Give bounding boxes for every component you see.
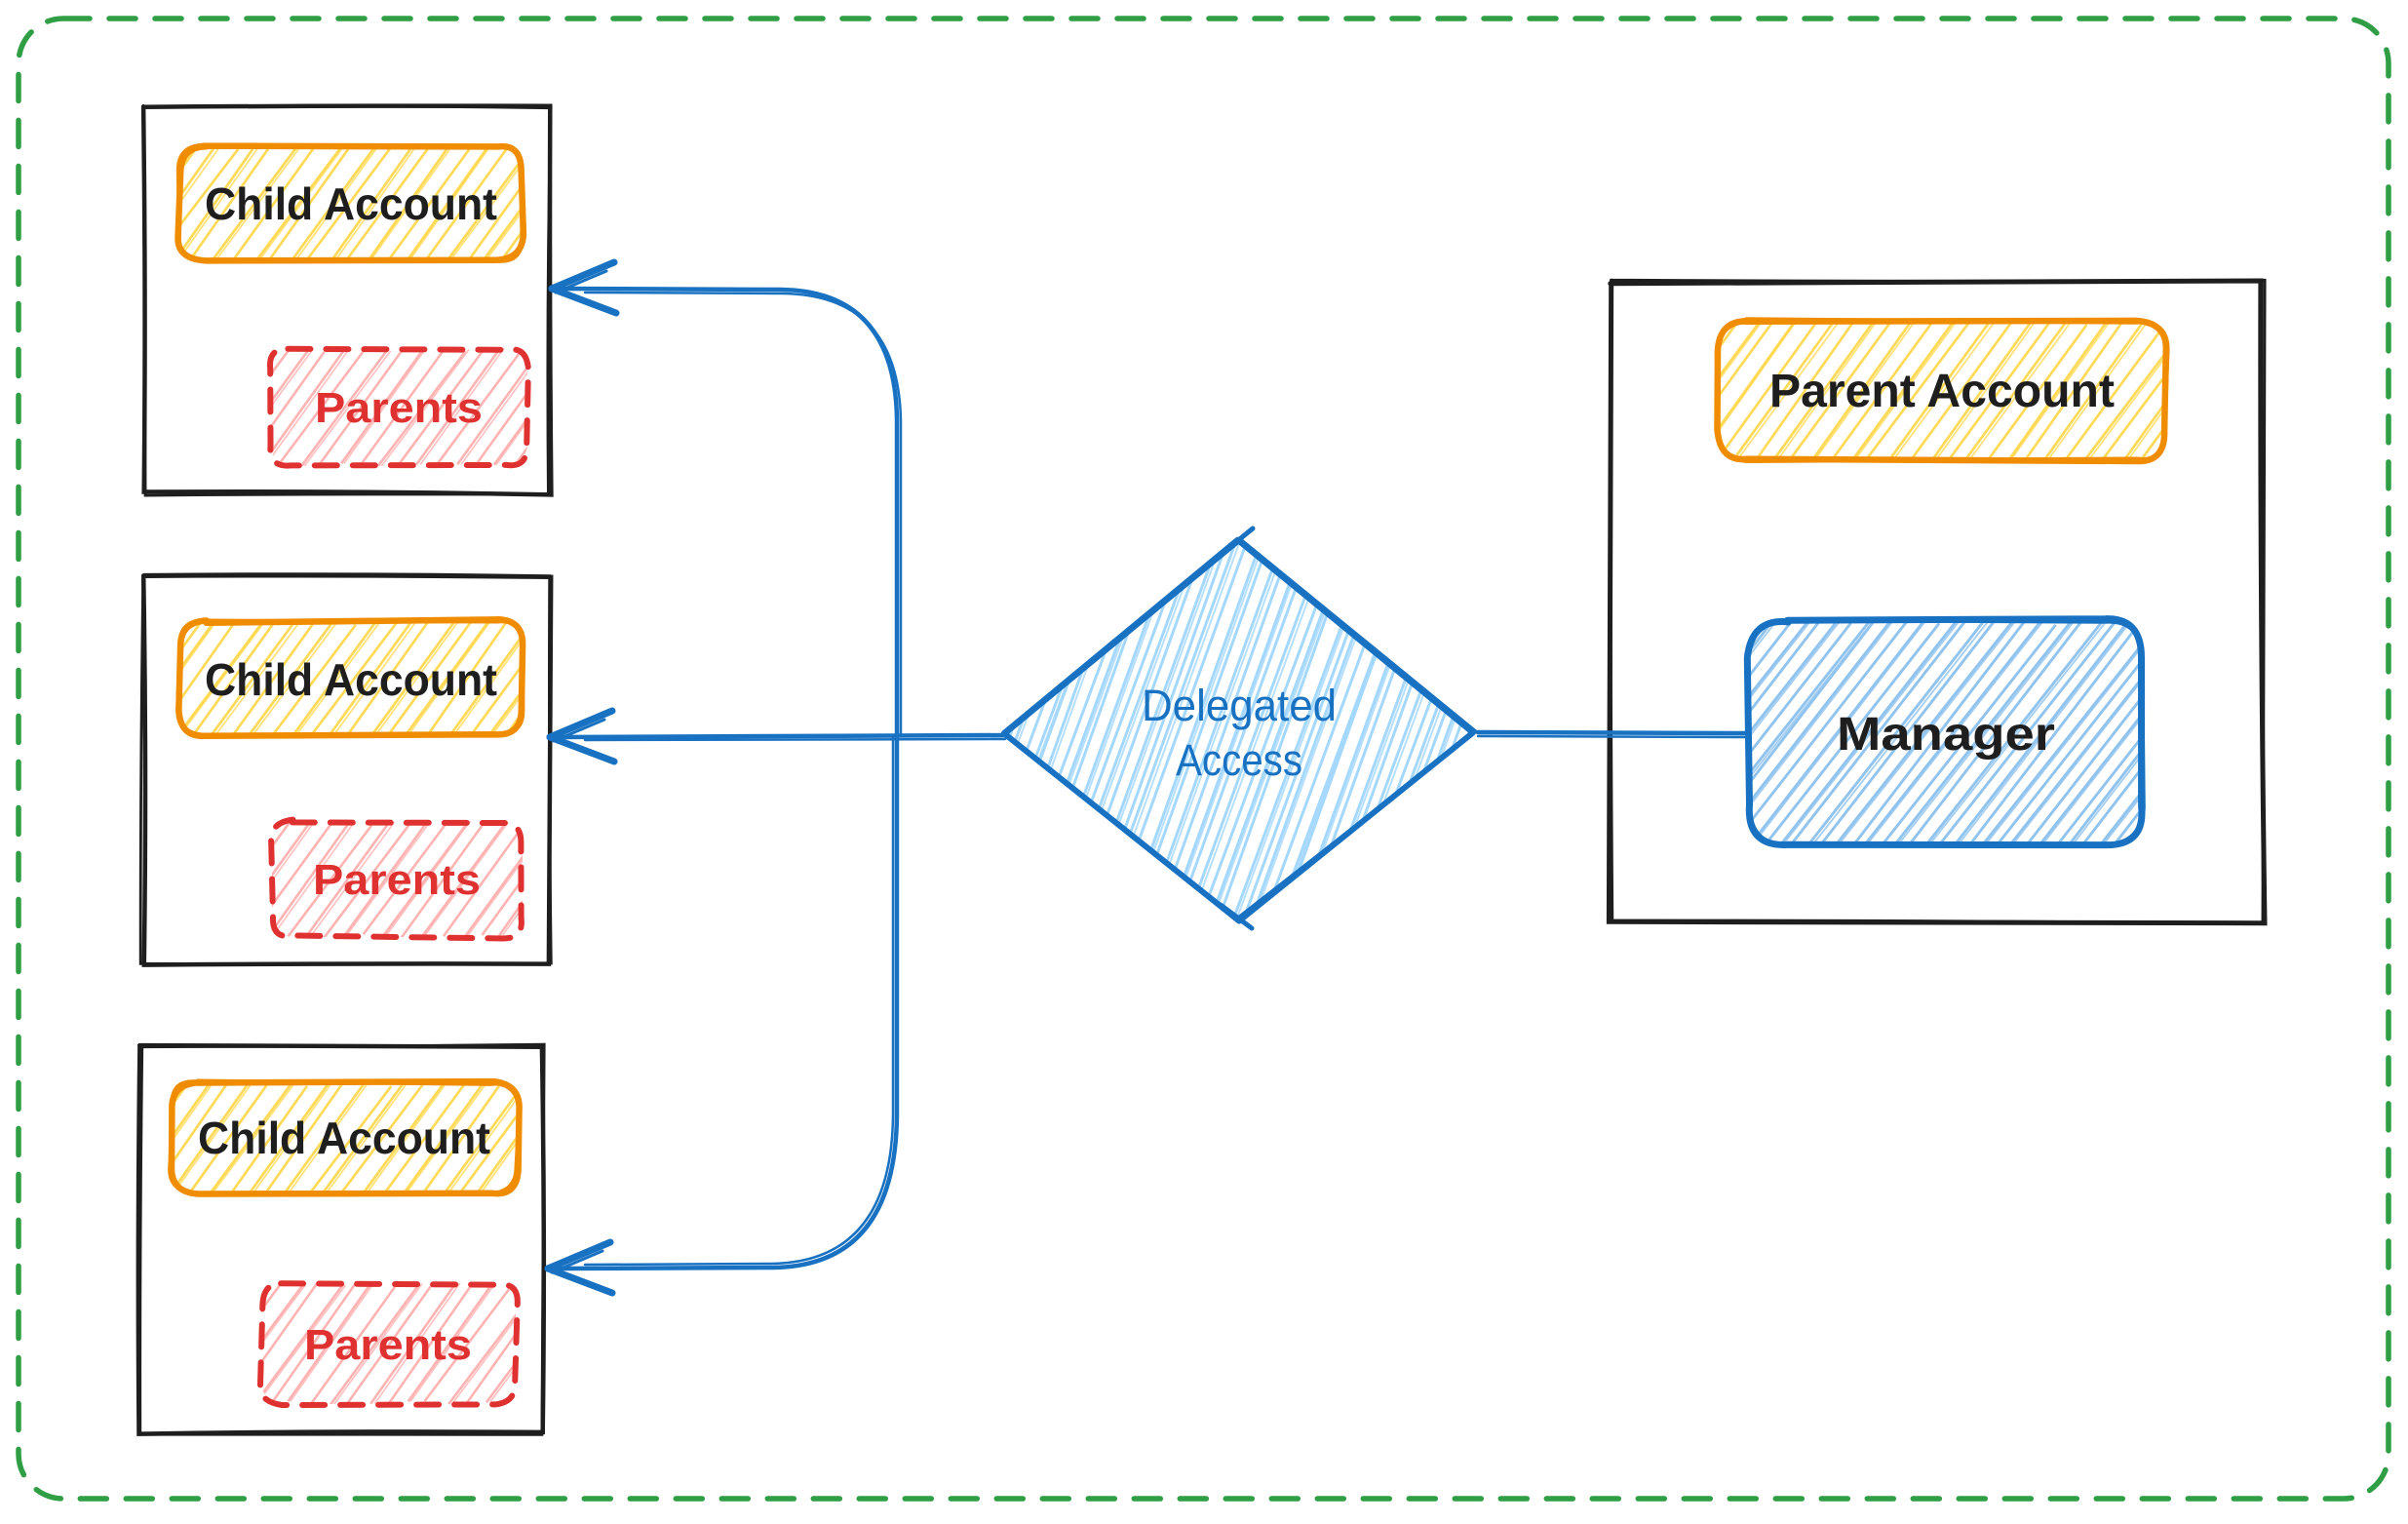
- svg-text:Manager: Manager: [1837, 709, 2055, 761]
- svg-text:Parents: Parents: [313, 856, 481, 904]
- svg-text:Parent Account: Parent Account: [1769, 366, 2115, 417]
- svg-text:Child Account: Child Account: [198, 1113, 490, 1163]
- svg-text:Parents: Parents: [315, 384, 483, 432]
- svg-text:Parents: Parents: [304, 1321, 472, 1369]
- svg-text:Child Account: Child Account: [205, 178, 497, 229]
- svg-text:Delegated: Delegated: [1142, 681, 1337, 730]
- svg-text:Access: Access: [1176, 735, 1302, 785]
- svg-text:Child Account: Child Account: [205, 654, 497, 705]
